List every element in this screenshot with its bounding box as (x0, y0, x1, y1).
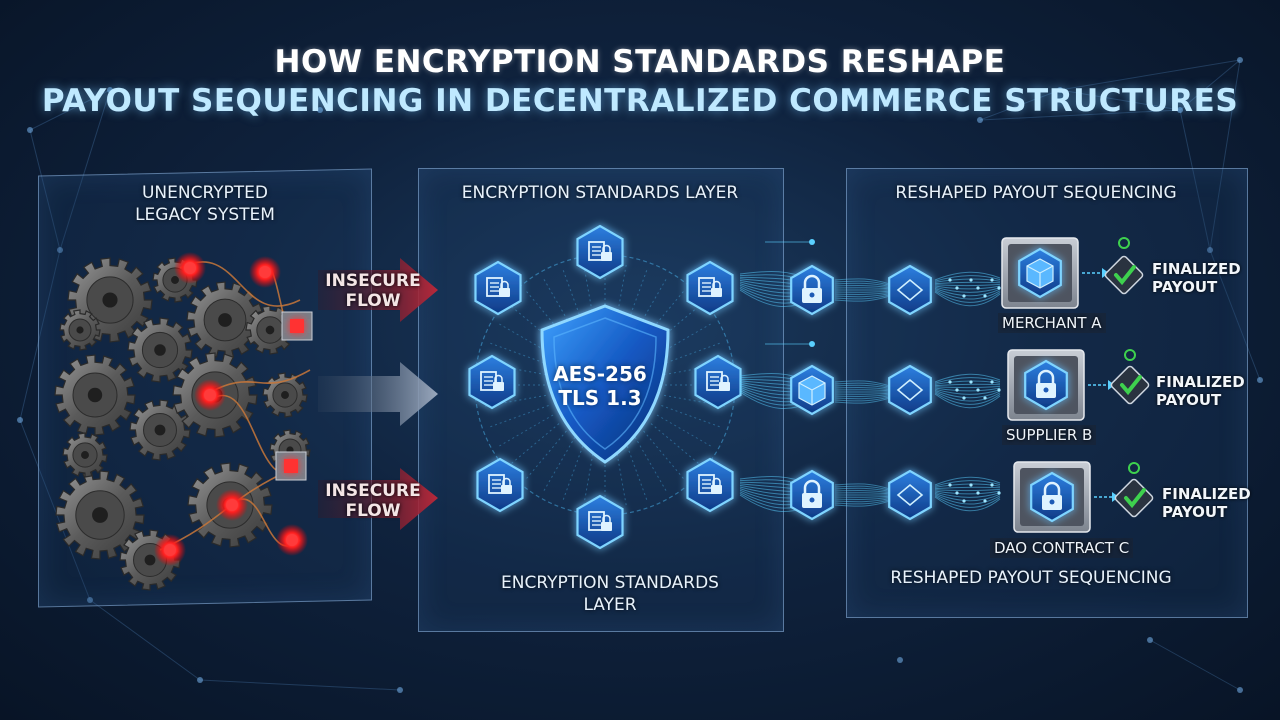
lock-icon (1024, 359, 1068, 411)
routing-hex-icon (888, 469, 932, 521)
network-node (977, 117, 983, 123)
encryption-layer-title: ENCRYPTION STANDARDS LAYER (461, 183, 739, 203)
recipient-label-supplier: SUPPLIER B (1002, 425, 1097, 445)
encrypted-doc-hex-icon (468, 354, 516, 410)
gear-icon (54, 354, 136, 436)
legacy-gears-cluster (54, 252, 313, 591)
network-node (197, 677, 203, 683)
gear-icon (127, 317, 193, 383)
lock-icon (1030, 471, 1074, 523)
check-mark-icon (1110, 365, 1150, 405)
neutral-flow-arrow (318, 362, 438, 426)
insecure-flow-label-top: INSECURE FLOW (325, 271, 421, 311)
check-mark-icon (1114, 478, 1154, 518)
network-node (107, 87, 113, 93)
shield-tls-label: TLS 1.3 (558, 386, 642, 410)
network-node (17, 417, 23, 423)
gear-icon (129, 399, 191, 461)
network-node (1237, 57, 1243, 63)
gear-icon (59, 309, 101, 351)
network-node (397, 687, 403, 693)
status-dot-icon (1128, 462, 1140, 474)
network-node (1057, 87, 1063, 93)
encrypted-doc-hex-icon (694, 354, 742, 410)
encryption-hex-nodes (468, 224, 742, 550)
network-node (87, 597, 93, 603)
check-mark-icon (1104, 255, 1144, 295)
network-node (1257, 377, 1263, 383)
routing-hex-icon (888, 264, 932, 316)
finalized-payout-label-2: FINALIZED PAYOUT (1156, 373, 1245, 409)
shield-aes-label: AES-256 (553, 362, 647, 386)
network-node (1207, 247, 1213, 253)
finalized-payout-label-1: FINALIZED PAYOUT (1152, 260, 1241, 296)
encrypted-doc-hex-icon (576, 494, 624, 550)
cube-icon (1018, 247, 1062, 299)
network-node (317, 107, 323, 113)
insecure-flow-arrow-bottom (318, 468, 438, 530)
legacy-system-title: UNENCRYPTED LEGACY SYSTEM (135, 183, 275, 225)
aes-shield-icon (540, 304, 670, 464)
encrypted-doc-hex-icon (474, 260, 522, 316)
gear-icon (186, 281, 264, 359)
network-node (27, 127, 33, 133)
lock-hex-icon (790, 469, 834, 521)
routing-hex-icon (888, 364, 932, 416)
encrypted-doc-hex-icon (686, 260, 734, 316)
network-node (897, 657, 903, 663)
finalized-payout-label-3: FINALIZED PAYOUT (1162, 485, 1251, 521)
network-node (1147, 637, 1153, 643)
gear-icon (55, 470, 145, 560)
status-dot-icon (1118, 237, 1130, 249)
status-dot-icon (1124, 349, 1136, 361)
network-node (1177, 107, 1183, 113)
encrypted-doc-hex-icon (476, 457, 524, 513)
gear-icon (119, 529, 181, 591)
network-node (57, 247, 63, 253)
lock-hex-icon (790, 264, 834, 316)
block-hex-icon (790, 364, 834, 416)
payout-sequencing-title: RESHAPED PAYOUT SEQUENCING (895, 183, 1177, 203)
payout-sequencing-footer: RESHAPED PAYOUT SEQUENCING (890, 568, 1172, 588)
insecure-flow-label-bottom: INSECURE FLOW (325, 481, 421, 521)
main-title-line1: HOW ENCRYPTION STANDARDS RESHAPE (274, 44, 1006, 80)
insecure-flow-arrow-top (318, 258, 438, 322)
gear-icon (262, 372, 308, 418)
shield-label: AES-256 TLS 1.3 (540, 362, 660, 410)
network-node (1237, 687, 1243, 693)
payout-flow-lines (739, 239, 1001, 513)
gear-icon (62, 432, 108, 478)
main-title-line2: PAYOUT SEQUENCING IN DECENTRALIZED COMME… (41, 83, 1239, 119)
recipient-label-dao: DAO CONTRACT C (990, 538, 1134, 558)
recipient-label-merchant: MERCHANT A (998, 313, 1106, 333)
encryption-layer-footer: ENCRYPTION STANDARDS LAYER (501, 573, 719, 615)
encrypted-doc-hex-icon (686, 457, 734, 513)
payout-nodes (790, 237, 1154, 533)
encrypted-doc-hex-icon (576, 224, 624, 280)
